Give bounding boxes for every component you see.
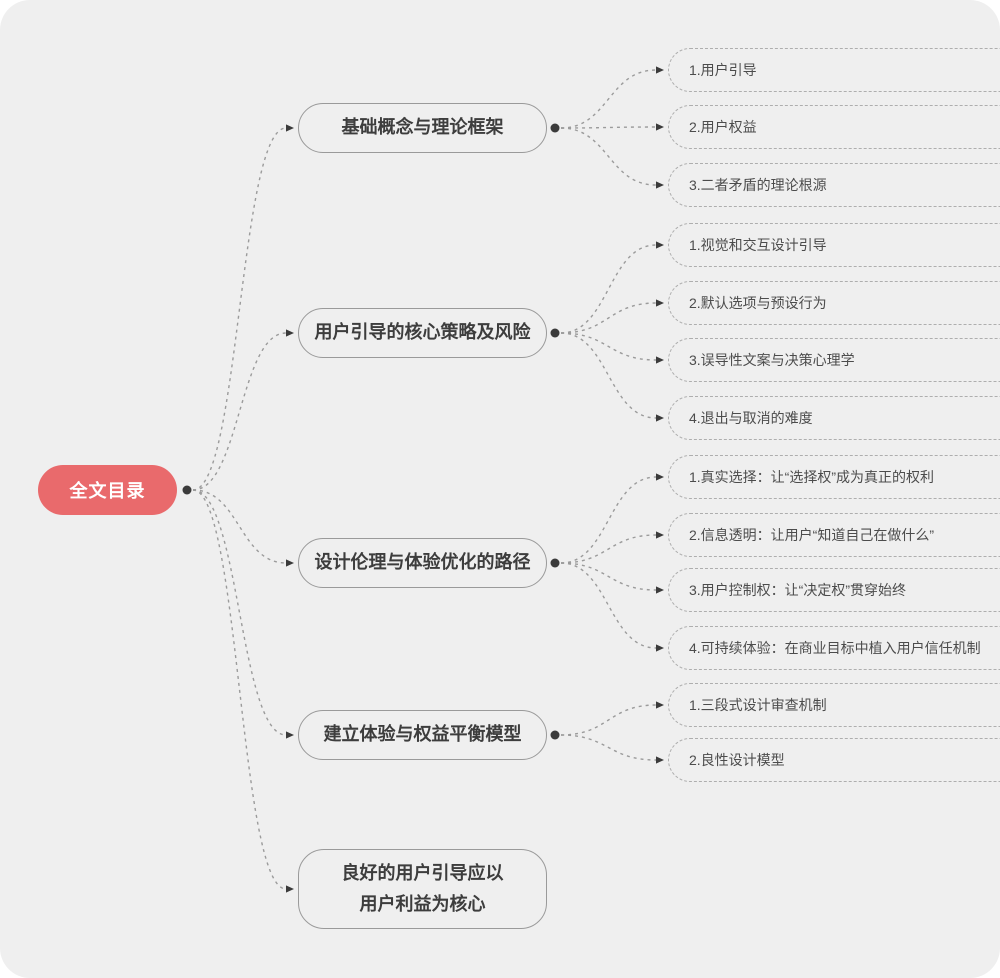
branch-node-1[interactable]: 基础概念与理论框架: [298, 103, 547, 153]
connector-line: [192, 489, 287, 564]
connector-arrowhead-icon: [286, 731, 294, 739]
connector-dot: [550, 558, 560, 568]
connector-line: [192, 332, 287, 491]
connector-arrowhead-icon: [656, 701, 664, 709]
leaf-node-3-1[interactable]: 1.真实选择：让“选择权”成为真正的权利: [668, 455, 1000, 499]
connector-line: [560, 704, 657, 736]
connector-line: [560, 734, 657, 761]
connector-dot: [182, 485, 192, 495]
connector-arrowhead-icon: [656, 644, 664, 652]
leaf-node-1-1[interactable]: 1.用户引导: [668, 48, 1000, 92]
connector-arrowhead-icon: [286, 124, 294, 132]
connector-arrowhead-icon: [656, 241, 664, 249]
branch-node-5[interactable]: 良好的用户引导应以 用户利益为核心: [298, 849, 547, 929]
connector-arrowhead-icon: [656, 586, 664, 594]
connector-arrowhead-icon: [656, 531, 664, 539]
leaf-node-1-3[interactable]: 3.二者矛盾的理论根源: [668, 163, 1000, 207]
leaf-node-4-2[interactable]: 2.良性设计模型: [668, 738, 1000, 782]
leaf-node-2-1[interactable]: 1.视觉和交互设计引导: [668, 223, 1000, 267]
branch-node-3[interactable]: 设计伦理与体验优化的路径: [298, 538, 547, 588]
connector-line: [560, 302, 657, 334]
connector-arrowhead-icon: [656, 123, 664, 131]
leaf-node-1-2[interactable]: 2.用户权益: [668, 105, 1000, 149]
connector-arrowhead-icon: [656, 299, 664, 307]
connector-line: [560, 562, 657, 591]
connector-line: [560, 332, 657, 419]
leaf-node-2-2[interactable]: 2.默认选项与预设行为: [668, 281, 1000, 325]
leaf-node-2-4[interactable]: 4.退出与取消的难度: [668, 396, 1000, 440]
branch-node-4[interactable]: 建立体验与权益平衡模型: [298, 710, 547, 760]
connector-arrowhead-icon: [656, 473, 664, 481]
connector-arrowhead-icon: [656, 66, 664, 74]
leaf-node-3-3[interactable]: 3.用户控制权：让“决定权”贯穿始终: [668, 568, 1000, 612]
connector-line: [192, 489, 287, 736]
connector-line: [560, 332, 657, 361]
connector-dot: [550, 730, 560, 740]
connector-line: [192, 489, 287, 890]
connector-line: [192, 127, 287, 491]
connector-dot: [550, 328, 560, 338]
connector-line: [560, 534, 657, 564]
root-node-topic[interactable]: 全文目录: [38, 465, 177, 515]
connector-line: [560, 127, 657, 186]
connector-arrowhead-icon: [656, 356, 664, 364]
leaf-node-3-4[interactable]: 4.可持续体验：在商业目标中植入用户信任机制: [668, 626, 1000, 670]
connector-line: [560, 562, 657, 649]
leaf-node-3-2[interactable]: 2.信息透明：让用户“知道自己在做什么”: [668, 513, 1000, 557]
connector-line: [560, 126, 657, 129]
connector-dot: [550, 123, 560, 133]
connector-arrowhead-icon: [286, 885, 294, 893]
leaf-node-2-3[interactable]: 3.误导性文案与决策心理学: [668, 338, 1000, 382]
connector-arrowhead-icon: [656, 756, 664, 764]
connector-line: [560, 69, 657, 129]
leaf-node-4-1[interactable]: 1.三段式设计审查机制: [668, 683, 1000, 727]
connector-arrowhead-icon: [656, 181, 664, 189]
connector-arrowhead-icon: [286, 329, 294, 337]
connector-arrowhead-icon: [656, 414, 664, 422]
connector-line: [560, 244, 657, 334]
connector-arrowhead-icon: [286, 559, 294, 567]
branch-node-2[interactable]: 用户引导的核心策略及风险: [298, 308, 547, 358]
connector-line: [560, 476, 657, 564]
